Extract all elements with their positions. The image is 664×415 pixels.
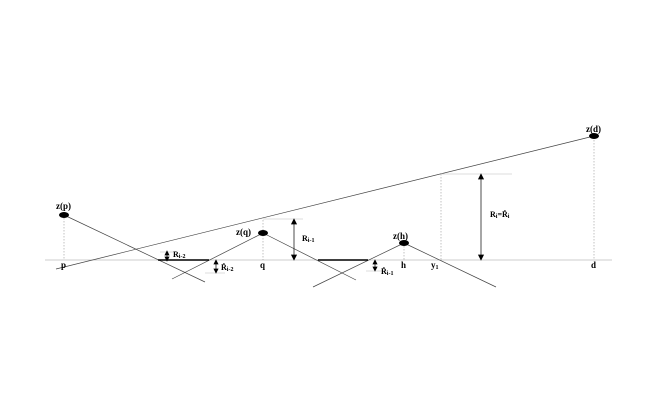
line-zp-descending: [63, 214, 206, 283]
label-ri: Ri=R̂i: [490, 209, 510, 220]
line-to-zd: [55, 135, 595, 270]
axis-label-h: h: [401, 260, 406, 270]
label-ri1: Ri-1: [302, 234, 314, 244]
label-zh: z(h): [393, 231, 408, 241]
label-ri2: Ri-2: [173, 250, 185, 260]
line-zh-left: [312, 242, 405, 288]
label-zd: z(d): [586, 124, 601, 134]
axis-label-p: p: [61, 260, 66, 270]
axis-label-d: d: [591, 260, 596, 270]
label-zp: z(p): [56, 201, 71, 211]
point-zp: [59, 212, 69, 218]
arrow-ri2: [164, 250, 170, 262]
line-zq-right: [262, 232, 357, 281]
axis-label-y1: y1: [431, 260, 439, 271]
arrow-rhat-i1: [372, 259, 378, 272]
point-zq: [258, 230, 268, 236]
arrow-ri: [477, 173, 485, 261]
label-rhat-i2: R̂i-2: [221, 262, 233, 273]
arrow-ri1: [290, 218, 298, 261]
label-zq: z(q): [236, 227, 251, 237]
line-zq-left: [171, 232, 264, 280]
arrow-rhat-i2: [213, 259, 219, 274]
line-zh-right: [403, 242, 497, 288]
label-rhat-i1: R̂i-1: [381, 266, 393, 277]
point-zh: [399, 240, 409, 246]
axis-label-q: q: [260, 260, 265, 270]
point-zd: [589, 133, 599, 139]
